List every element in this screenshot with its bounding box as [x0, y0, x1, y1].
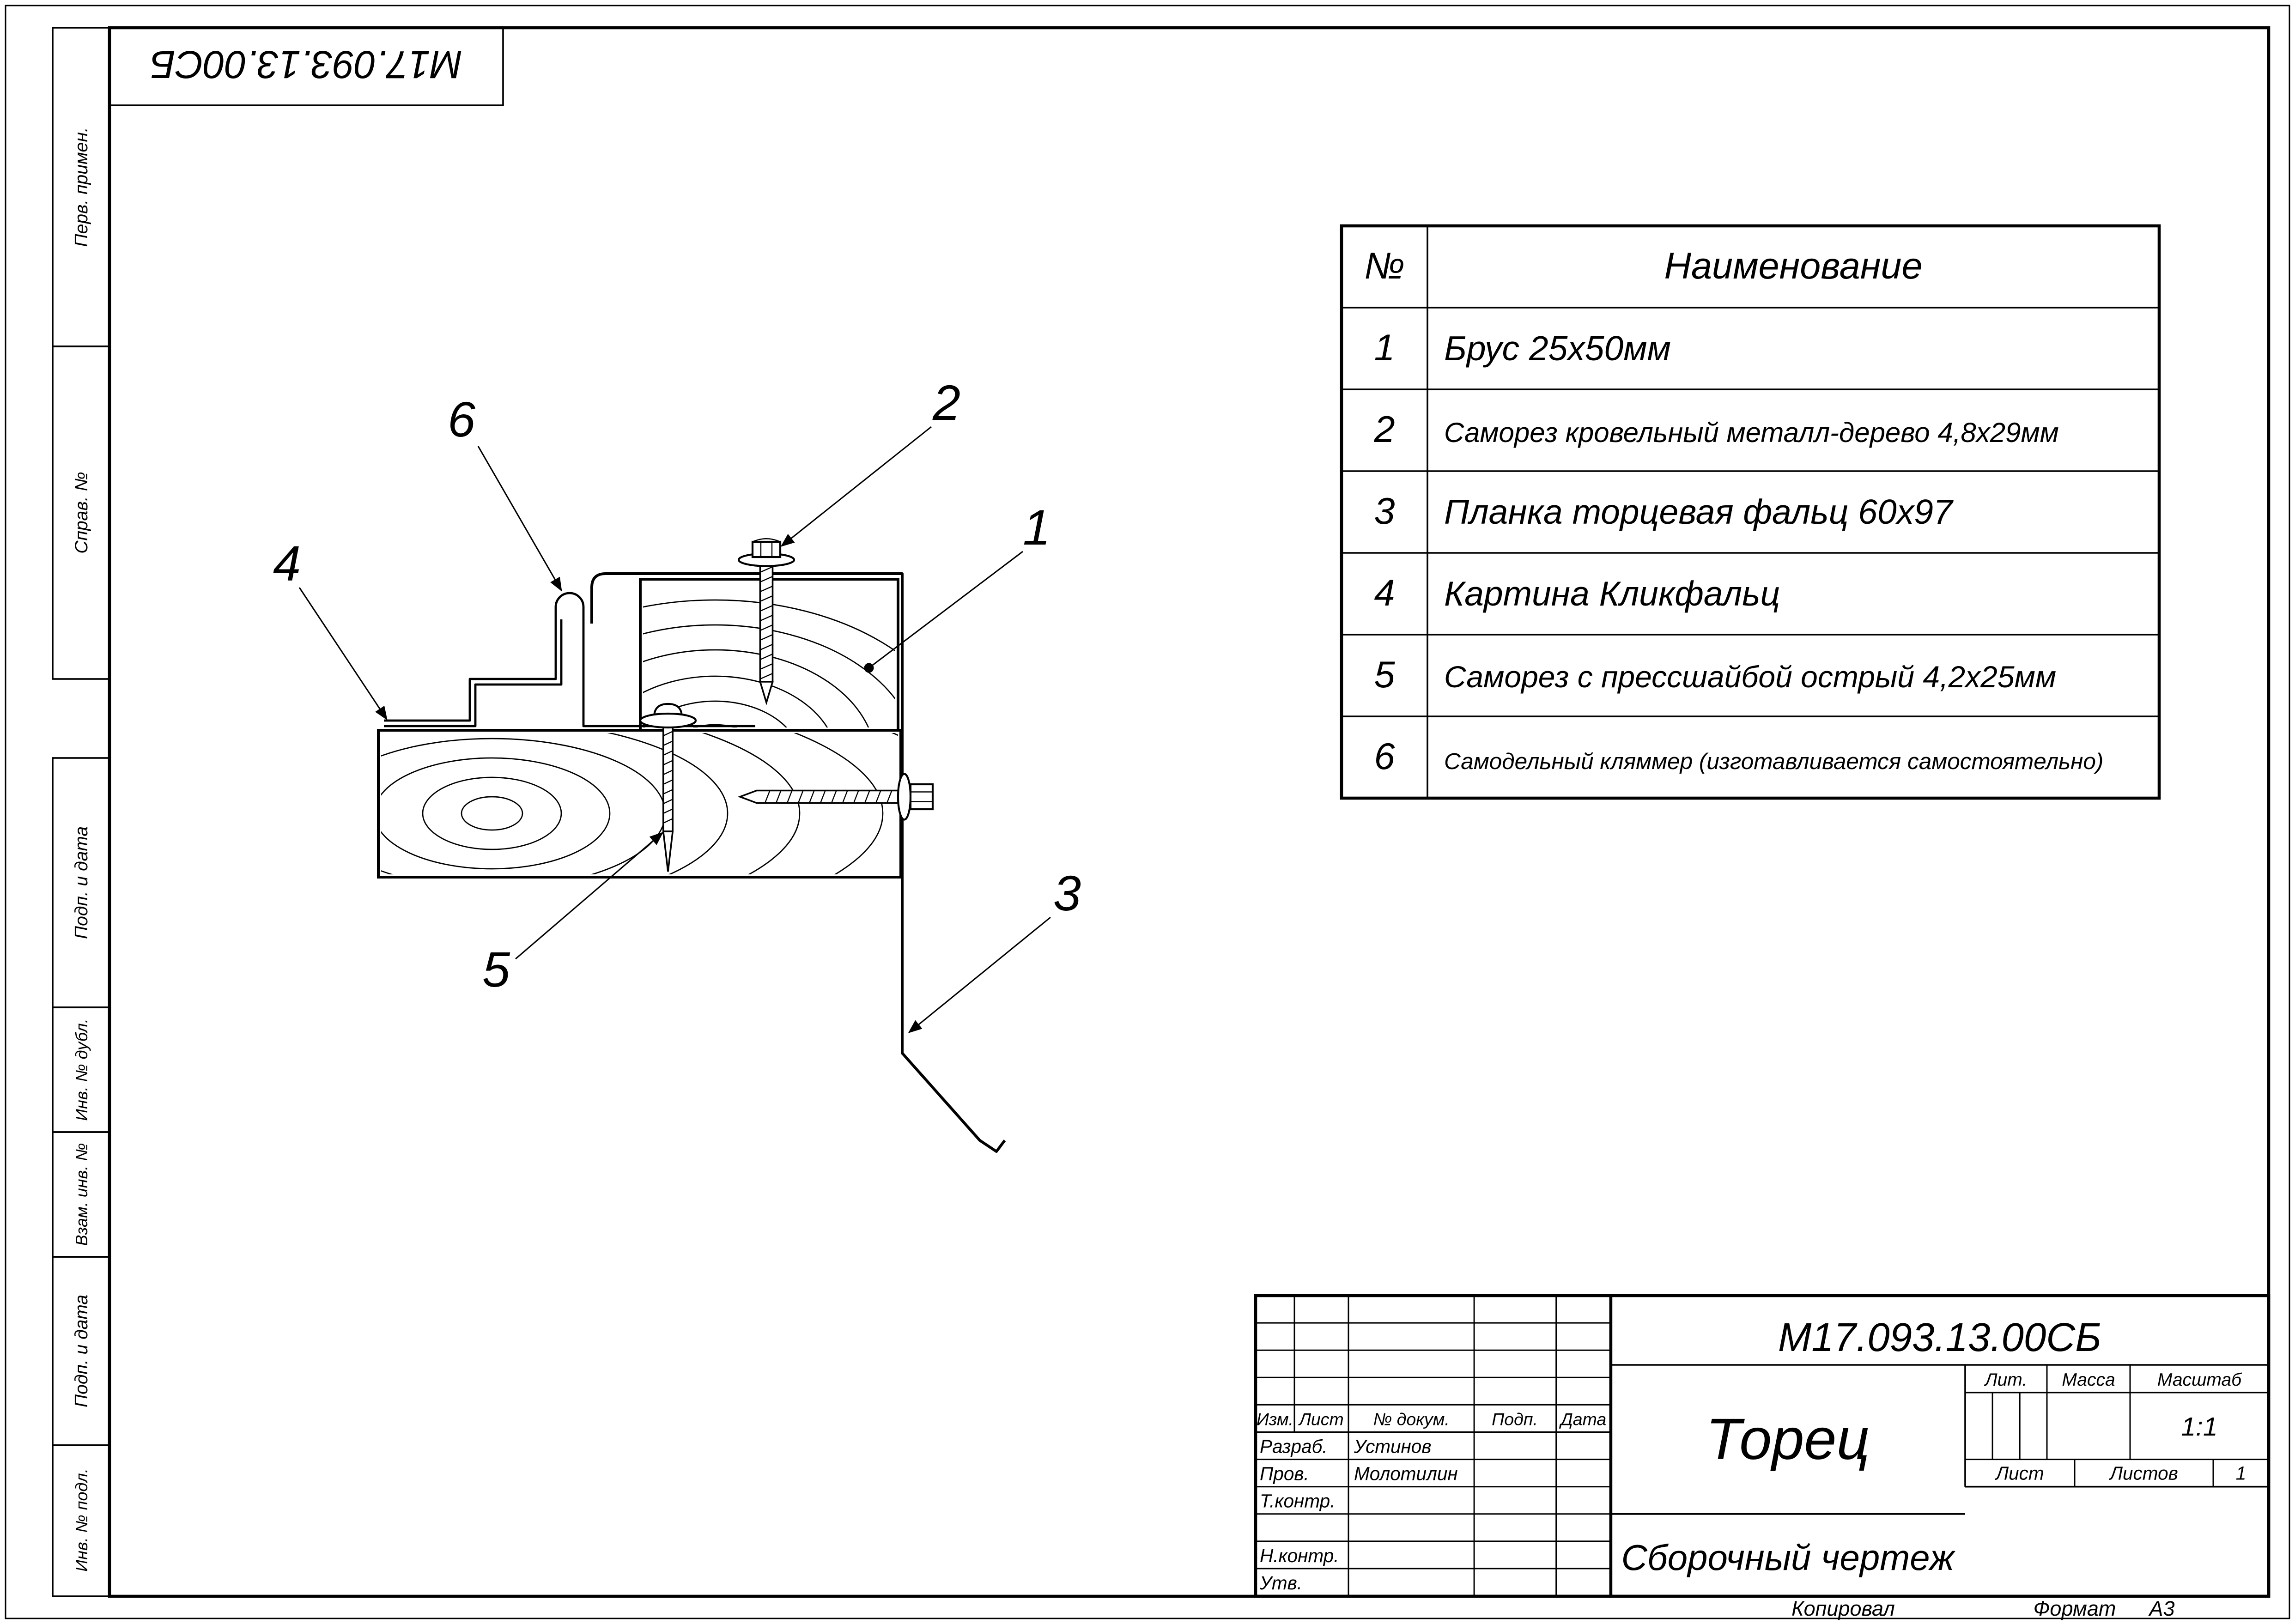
footer-format-label: Формат: [2034, 1597, 2116, 1620]
part-row-name: Самодельный кляммер (изготавливается сам…: [1444, 749, 2103, 774]
sheet-footer: Копировал Формат А3: [1791, 1597, 2174, 1620]
callout-5-label: 5: [482, 941, 510, 997]
top-doc-number: М17.093.13.00СБ: [150, 43, 462, 86]
left-margin-stamps: Перв. примен. Справ. № Подп. и дата Инв.…: [52, 27, 110, 1597]
part-row-num: 5: [1374, 654, 1395, 696]
part-row-num: 6: [1374, 736, 1395, 777]
clip-bracket: [554, 592, 755, 727]
tb-razrab-name: Устинов: [1354, 1436, 1431, 1457]
roofing-screw-top: [737, 538, 795, 706]
stamp-sprav-no: Справ. №: [72, 472, 91, 553]
tb-listov-value: 1: [2236, 1462, 2246, 1484]
tb-label-razrab: Разраб.: [1260, 1436, 1328, 1457]
title-block: М17.093.13.00СБ Торец Сборочный чертеж Л…: [1254, 1294, 2271, 1598]
part-row-num: 1: [1374, 327, 1395, 369]
end-plate: [590, 572, 1006, 1153]
tb-label-list: Лист: [1298, 1410, 1344, 1429]
part-row-num: 3: [1374, 491, 1395, 532]
part-row-name: Брус 25х50мм: [1444, 329, 1671, 368]
parts-header-name: Наименование: [1664, 245, 1922, 287]
stamp-inv-podl: Инв. № подл.: [72, 1468, 91, 1571]
callout-2-label: 2: [932, 375, 960, 430]
tb-label-tkontr: Т.контр.: [1260, 1491, 1335, 1512]
tb-label-utv: Утв.: [1259, 1572, 1302, 1594]
tb-doc-number: М17.093.13.00СБ: [1778, 1315, 2101, 1360]
stamp-vzam-inv: Взам. инв. №: [72, 1143, 91, 1246]
stamp-inv-dubl: Инв. № дубл.: [72, 1018, 91, 1121]
tb-label-listov: Листов: [2108, 1462, 2178, 1484]
page-border: [5, 5, 2290, 1619]
tb-label-lit: Лит.: [1984, 1370, 2027, 1390]
tb-label-ndokum: № докум.: [1373, 1410, 1450, 1429]
tb-label-podp: Подп.: [1492, 1410, 1538, 1429]
callout-6-label: 6: [448, 391, 476, 447]
part-row-name: Картина Кликфальц: [1444, 574, 1780, 613]
top-doc-number-box: М17.093.13.00СБ: [109, 27, 504, 106]
footer-copied: Копировал: [1791, 1597, 1895, 1620]
stamp-podp-data-1: Подп. и дата: [72, 826, 91, 939]
callouts: 6 2 1 4 5 3: [273, 375, 1081, 1033]
tb-label-massa: Масса: [2062, 1370, 2115, 1390]
tb-label-list2: Лист: [1994, 1462, 2044, 1484]
callout-1-label: 1: [1023, 499, 1050, 555]
part-row-num: 2: [1373, 409, 1395, 450]
press-washer-screw: [639, 703, 697, 872]
tb-label-nkontr: Н.контр.: [1260, 1545, 1339, 1566]
part-row-name: Саморез с прессшайбой острый 4,2х25мм: [1444, 660, 2056, 694]
callout-4-label: 4: [273, 535, 301, 591]
footer-format-value: А3: [2148, 1597, 2174, 1620]
tb-scale: 1:1: [2181, 1412, 2217, 1442]
part-row-name: Саморез кровельный металл-дерево 4,8х29м…: [1444, 417, 2059, 448]
parts-header-num: №: [1364, 245, 1405, 287]
stamp-perv-primen: Перв. примен.: [72, 127, 91, 247]
section-view: 6 2 1 4 5 3: [273, 375, 1081, 1153]
tb-title: Торец: [1706, 1406, 1870, 1472]
tb-label-masshtab: Масштаб: [2157, 1370, 2242, 1390]
tb-label-prov: Пров.: [1260, 1463, 1309, 1485]
callout-3-label: 3: [1053, 865, 1081, 921]
part-row-name: Планка торцевая фальц 60х97: [1444, 492, 1954, 531]
tb-doc-type: Сборочный чертеж: [1621, 1537, 1956, 1578]
parts-table: № Наименование 1 Брус 25х50мм 2 Саморез …: [1340, 224, 2161, 800]
stamp-podp-data-2: Подп. и дата: [72, 1295, 91, 1407]
tb-prov-name: Молотилин: [1354, 1463, 1458, 1485]
roofing-screw-side: [737, 773, 934, 821]
part-row-num: 4: [1374, 572, 1395, 614]
click-seam-panel: [384, 619, 563, 727]
tb-label-data: Дата: [1559, 1410, 1606, 1429]
tb-label-izm: Изм.: [1257, 1410, 1293, 1429]
